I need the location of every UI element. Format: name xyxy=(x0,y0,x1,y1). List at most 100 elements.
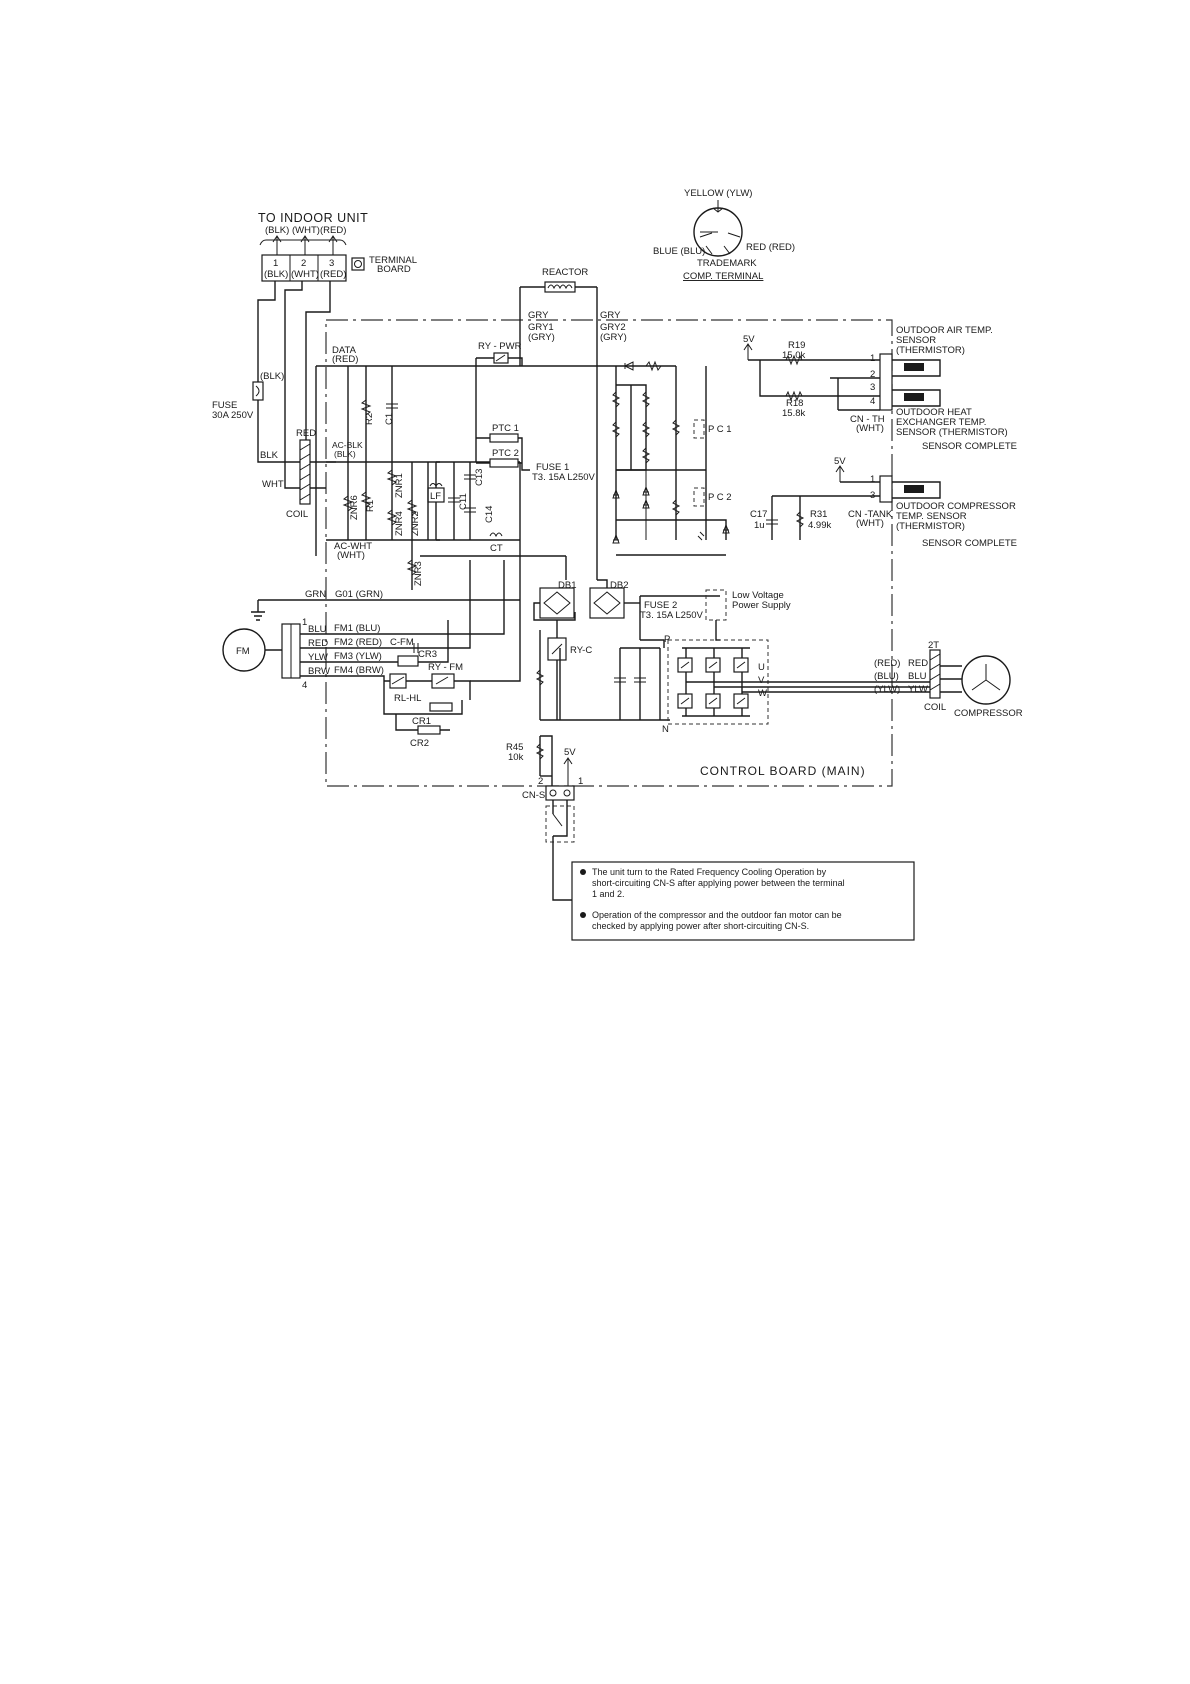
fan-pin-1: 1 xyxy=(302,617,307,628)
gry1-label: GRY1 xyxy=(528,322,554,333)
fuse-label: FUSE xyxy=(212,400,237,411)
db2-bridge-icon xyxy=(589,587,625,619)
r19-label: R19 xyxy=(788,340,805,351)
cn-s-short-switch xyxy=(545,805,575,843)
cr2-icon xyxy=(417,725,441,735)
air-sensor-label: OUTDOOR AIR TEMP. xyxy=(896,325,993,336)
indoor-unit-group: TO INDOOR UNIT (BLK) (WHT) (RED) 1 (BLK)… xyxy=(258,211,417,282)
ry-c-label: RY-C xyxy=(570,645,592,656)
cn-s-label: CN-S xyxy=(522,790,545,801)
comp-red-label: RED (RED) xyxy=(746,242,795,253)
r2-label: R2 xyxy=(364,413,375,425)
ac-wht-color: (WHT) xyxy=(337,550,365,561)
reactor-gry-left: GRY xyxy=(528,310,549,321)
left-coil-label: COIL xyxy=(286,509,308,520)
sensor-5v-label: 5V xyxy=(743,334,755,345)
comp-terminal-title: COMP. TERMINAL xyxy=(683,271,763,282)
r45-label: R45 xyxy=(506,742,523,753)
left-coil-icon xyxy=(299,439,311,505)
terminal-board-label-2: BOARD xyxy=(377,264,411,275)
note-2-line-2: checked by applying power after short-ci… xyxy=(592,921,809,931)
fan-wire-brw: BRW xyxy=(308,666,330,677)
low-voltage-supply-icon xyxy=(705,589,727,621)
reactor-gry-right: GRY xyxy=(600,310,621,321)
terminal-board-label: TERMINAL xyxy=(369,255,417,266)
u-phase-label: U xyxy=(758,662,765,673)
compressor-icon xyxy=(961,655,1011,705)
comp-sensor-label-2: TEMP. SENSOR xyxy=(896,511,967,522)
cn-th-pin-1: 1 xyxy=(870,353,875,364)
air-sensor-label-2: SENSOR xyxy=(896,335,936,346)
cn-tank-label: CN -TANK xyxy=(848,509,893,520)
r31-value: 4.99k xyxy=(808,520,831,531)
cr3-icon xyxy=(397,655,419,667)
indoor-wire-blk: (BLK) xyxy=(265,225,289,236)
comp-terminal-group: YELLOW (YLW) BLUE (BLU) RED (RED) TRADEM… xyxy=(653,188,795,282)
terminal-1-num: 1 xyxy=(273,258,278,269)
fm4-label: FM4 (BRW) xyxy=(334,665,384,676)
gry1-color: (GRY) xyxy=(528,332,555,343)
terminal-3-color: (RED) xyxy=(320,269,346,280)
note-2-line-1: Operation of the compressor and the outd… xyxy=(592,910,842,920)
ptc2-label: PTC 2 xyxy=(492,448,519,459)
compressor-label: COMPRESSOR xyxy=(954,708,1023,719)
cr1-icon xyxy=(429,702,453,712)
fuse1-rating: T3. 15A L250V xyxy=(532,472,596,483)
compressor-2t-label: 2T xyxy=(928,640,939,651)
fan-wire-ylw: YLW xyxy=(308,652,328,663)
db1-label: DB1 xyxy=(558,580,576,591)
heat-sensor-label-2: EXCHANGER TEMP. xyxy=(896,417,986,428)
comp-blue-label: BLUE (BLU) xyxy=(653,246,705,257)
r19-value: 15.0k xyxy=(782,350,805,361)
gry2-label: GRY2 xyxy=(600,322,626,333)
comp-sensor-label-3: (THERMISTOR) xyxy=(896,521,965,532)
fuse2-rating: T3. 15A L250V xyxy=(640,610,704,621)
fan-wire-blu: BLU xyxy=(308,624,327,635)
ry-pwr-label: RY - PWR xyxy=(478,341,522,352)
cn-th-connector xyxy=(879,353,893,411)
db1-bridge-icon xyxy=(539,587,575,619)
left-blk-label: BLK xyxy=(260,450,279,461)
cn-th-pin-3: 3 xyxy=(870,382,875,393)
pc1-label: P C 1 xyxy=(708,424,732,435)
air-sensor-label-3: (THERMISTOR) xyxy=(896,345,965,356)
comp-wire-blu-color: (BLU) xyxy=(874,671,899,682)
w-phase-label: W xyxy=(758,688,767,699)
sensor-complete-1: SENSOR COMPLETE xyxy=(922,441,1017,452)
cn-s-5v-label: 5V xyxy=(564,747,576,758)
c17-label: C17 xyxy=(750,509,767,520)
data-wire-color: (RED) xyxy=(332,354,358,365)
sensor-complete-2: SENSOR COMPLETE xyxy=(922,538,1017,549)
air-temp-thermistor-icon xyxy=(904,363,924,371)
fm1-label: FM1 (BLU) xyxy=(334,623,380,634)
heat-sensor-label-3: SENSOR (THERMISTOR) xyxy=(896,427,1008,438)
r45-value: 10k xyxy=(508,752,524,763)
comp-wire-red: RED xyxy=(908,658,928,669)
pc2-label: P C 2 xyxy=(708,492,732,503)
left-wht-label: WHT xyxy=(262,479,284,490)
c1-label: C1 xyxy=(384,413,395,425)
fuse-rating-label: 30A 250V xyxy=(212,410,254,421)
n-terminal-label: N xyxy=(662,724,669,735)
cn-tank-connector xyxy=(879,475,893,503)
cn-th-color: (WHT) xyxy=(856,423,884,434)
cn-tank-pin-1: 1 xyxy=(870,474,875,485)
comp-wire-ylw-color: (YLW) xyxy=(874,684,900,695)
rl-hl-label: RL-HL xyxy=(394,693,421,704)
p-terminal-label: P xyxy=(664,634,670,645)
gry2-color: (GRY) xyxy=(600,332,627,343)
terminal-3-num: 3 xyxy=(329,258,334,269)
ac-blk-color: (BLK) xyxy=(334,449,356,459)
low-voltage-label: Low Voltage xyxy=(732,590,784,601)
cn-s-pin-2: 2 xyxy=(538,776,543,787)
note-1-line-3: 1 and 2. xyxy=(592,889,625,899)
cn-th-pin-2: 2 xyxy=(870,369,875,380)
c13-label: C13 xyxy=(474,469,485,486)
comp-sensor-label: OUTDOOR COMPRESSOR xyxy=(896,501,1016,512)
fan-wire-red: RED xyxy=(308,638,328,649)
tank-5v-label: 5V xyxy=(834,456,846,467)
note-1-line-1: The unit turn to the Rated Frequency Coo… xyxy=(592,867,827,877)
znr2-label: ZNR2 xyxy=(410,511,421,536)
note-1-line-2: short-circuiting CN-S after applying pow… xyxy=(592,878,845,888)
comp-wire-blu: BLU xyxy=(908,671,927,682)
